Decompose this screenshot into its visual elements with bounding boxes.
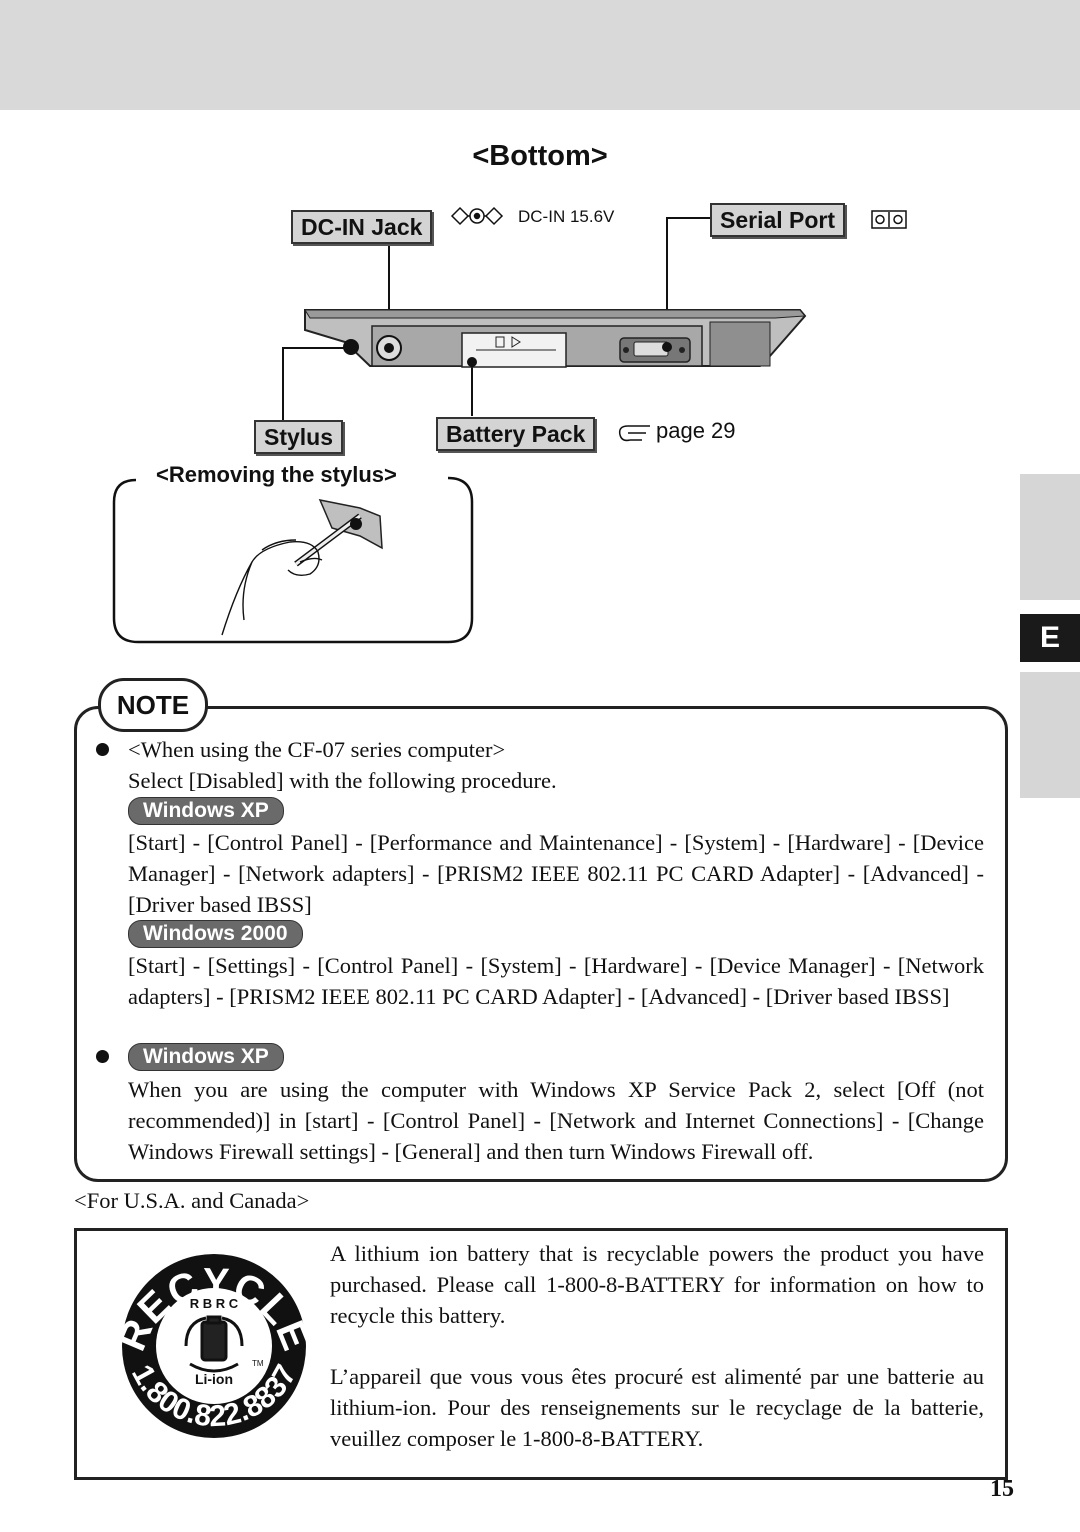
- battery-pack-label: Battery Pack: [436, 417, 596, 451]
- side-tab-upper: [1020, 474, 1080, 600]
- battery-page-ref: page 29: [656, 418, 736, 443]
- stylus-label: Stylus: [254, 420, 344, 454]
- os-badge-xp-sp2: Windows XP: [128, 1043, 284, 1071]
- battery-recycle-icon: [184, 1315, 244, 1373]
- note-item1-heading: <When using the CF-07 series computer>: [128, 737, 506, 762]
- svg-text:Li-ion: Li-ion: [195, 1371, 233, 1387]
- pointing-hand-icon: [618, 425, 650, 442]
- polarity-icon: [450, 206, 504, 226]
- recycle-box: [74, 1228, 1008, 1480]
- note-item2-text: When you are using the computer with Win…: [128, 1077, 984, 1164]
- rbrc-recycle-seal: RECYCLE 1.800.822.8837 R B R C Li-ion TM: [114, 1254, 314, 1438]
- bullet-icon: [96, 743, 109, 756]
- page-number: 15: [990, 1476, 1014, 1502]
- serial-port-icon: [871, 210, 907, 229]
- header-band: [0, 0, 1080, 110]
- dcin-jack-label: DC-IN Jack: [291, 210, 433, 244]
- removing-stylus-title: <Removing the stylus>: [152, 462, 401, 488]
- region-note: <For U.S.A. and Canada>: [74, 1188, 310, 1213]
- dcin-rating: DC-IN 15.6V: [518, 207, 615, 226]
- bullet-icon: [96, 1050, 109, 1063]
- side-tab-lower: [1020, 672, 1080, 798]
- note-xp-steps: [Start] - [Control Panel] - [Performance…: [128, 830, 984, 917]
- section-title: <Bottom>: [472, 140, 608, 172]
- note-box: [74, 706, 1008, 1182]
- note-badge: NOTE: [98, 678, 208, 732]
- recycle-text-french: L’appareil que vous vous êtes procuré es…: [330, 1364, 984, 1451]
- recycle-text-english: A lithium ion battery that is recyclable…: [330, 1241, 984, 1328]
- svg-text:R B R C: R B R C: [190, 1296, 239, 1311]
- note-item1-intro: Select [Disabled] with the following pro…: [128, 768, 557, 793]
- os-badge-xp: Windows XP: [128, 797, 284, 825]
- os-badge-2000: Windows 2000: [128, 920, 303, 948]
- svg-text:TM: TM: [252, 1359, 264, 1368]
- bottom-view-diagram: [112, 206, 907, 644]
- side-tab-e: E: [1020, 614, 1080, 662]
- note-2000-steps: [Start] - [Settings] - [Control Panel] -…: [128, 953, 984, 1009]
- serial-port-label: Serial Port: [710, 203, 846, 237]
